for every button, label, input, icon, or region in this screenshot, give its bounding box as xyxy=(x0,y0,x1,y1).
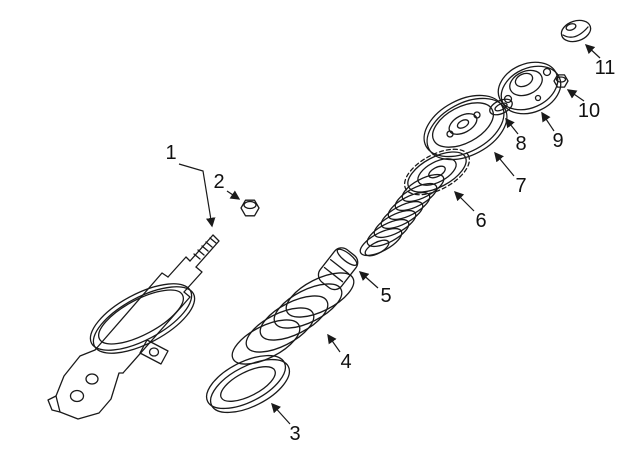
callout-4: 4 xyxy=(327,333,352,373)
boot-seat-hub xyxy=(428,165,446,179)
callout-2-leader xyxy=(226,190,241,200)
boot-rib xyxy=(380,200,424,230)
callout-6: 6 xyxy=(453,190,487,232)
insulator-rim xyxy=(209,358,291,414)
callout-9: 9 xyxy=(541,111,564,152)
upper-spring-seat-drawing xyxy=(423,94,508,161)
callout-1-label: 1 xyxy=(165,142,176,164)
nut-face xyxy=(243,200,257,210)
insulator-inner xyxy=(220,366,276,402)
gasket-outer xyxy=(489,98,513,116)
mount-nut-face xyxy=(555,76,567,83)
boot-seat-inner xyxy=(417,158,457,186)
bracket-bolt-hole-upper xyxy=(85,373,99,385)
callout-8-leader xyxy=(505,117,519,135)
strut-assembly-drawing xyxy=(47,234,220,420)
seat-bolt-hole xyxy=(446,130,454,138)
mount-nut-hex xyxy=(553,74,569,88)
bump-stopper-body xyxy=(317,247,359,291)
callout-10: 10 xyxy=(566,89,600,122)
hose-bracket-hole xyxy=(148,347,160,357)
seat-bolt-hole xyxy=(473,111,481,119)
callout-11-label: 11 xyxy=(595,57,616,79)
boot-rib xyxy=(359,227,403,257)
callout-3: 3 xyxy=(271,402,301,445)
mount-stud xyxy=(503,94,513,104)
spring-seat-plate-inner xyxy=(98,289,184,345)
callout-11: 11 xyxy=(584,44,616,79)
piston-rod-threads xyxy=(193,237,217,260)
mount-flange-outer xyxy=(497,61,559,111)
callout-6-label: 6 xyxy=(475,210,486,232)
seat-inner-ring xyxy=(432,102,494,148)
mount-inner-ring xyxy=(509,69,543,97)
callout-1-leader xyxy=(178,163,216,228)
callout-3-leader xyxy=(271,402,291,425)
boot-rib xyxy=(394,182,438,212)
rod-collar xyxy=(167,256,203,293)
callout-5-label: 5 xyxy=(380,285,391,307)
hose-bracket xyxy=(139,339,169,365)
piston-rod xyxy=(189,234,220,268)
boot-rib xyxy=(401,173,445,203)
seat-gasket-drawing xyxy=(489,98,513,116)
strut-body xyxy=(94,272,191,374)
coil-spring-drawing xyxy=(231,272,355,365)
coil-loop xyxy=(273,283,343,329)
callout-4-leader xyxy=(327,333,341,353)
mount-cap-drawing xyxy=(560,19,592,43)
callout-9-label: 9 xyxy=(552,130,563,152)
callout-10-label: 10 xyxy=(578,100,600,122)
cap-lip xyxy=(562,26,589,38)
mount-dome xyxy=(514,72,534,88)
callout-5-leader xyxy=(358,271,379,289)
coil-loop xyxy=(285,272,355,318)
knuckle-bracket xyxy=(55,349,124,420)
callout-2-label: 2 xyxy=(213,171,224,193)
callout-1: 1 xyxy=(165,142,216,228)
callout-8: 8 xyxy=(505,117,527,155)
seat-hub xyxy=(448,113,478,135)
coil-loop xyxy=(245,307,315,353)
dust-boot-drawing xyxy=(359,148,471,257)
mount-stud xyxy=(534,94,542,102)
callout-7: 7 xyxy=(494,151,527,197)
seat-outer xyxy=(423,94,505,158)
knuckle-bracket-foot xyxy=(47,395,61,413)
callout-10-leader xyxy=(566,89,585,102)
callout-4-label: 4 xyxy=(340,351,351,373)
bump-stopper-ribs xyxy=(323,259,350,283)
callout-9-leader xyxy=(541,111,555,132)
callout-5: 5 xyxy=(358,271,392,307)
spring-seat-plate-outer xyxy=(89,283,193,351)
callout-7-leader xyxy=(494,151,515,177)
callout-6-leader xyxy=(453,190,475,212)
seat-center-hole xyxy=(456,119,470,129)
callouts: 1 2 3 4 5 6 7 8 xyxy=(165,44,616,445)
callout-7-label: 7 xyxy=(515,175,526,197)
spring-seat-plate-rim xyxy=(92,286,196,354)
callout-8-label: 8 xyxy=(515,133,526,155)
cap-detail xyxy=(565,23,577,31)
cap-outline xyxy=(560,19,592,43)
mount-nut-drawing xyxy=(553,74,569,88)
lower-spring-insulator-drawing xyxy=(205,354,291,414)
gasket-inner xyxy=(494,102,508,112)
mount-stud xyxy=(542,67,552,77)
callout-2: 2 xyxy=(213,171,241,200)
coil-loop xyxy=(231,319,301,365)
rod-nut-drawing xyxy=(240,199,260,217)
strut-mount-drawing xyxy=(497,61,562,115)
boot-rib xyxy=(373,209,417,239)
bump-stopper-top xyxy=(336,248,358,266)
boot-seat-serration xyxy=(403,148,471,196)
callout-3-label: 3 xyxy=(289,423,300,445)
bump-stopper-drawing xyxy=(317,247,359,291)
nut-hex-outline xyxy=(240,199,260,217)
bracket-bolt-hole-lower xyxy=(69,389,85,403)
callout-11-leader xyxy=(584,44,601,59)
